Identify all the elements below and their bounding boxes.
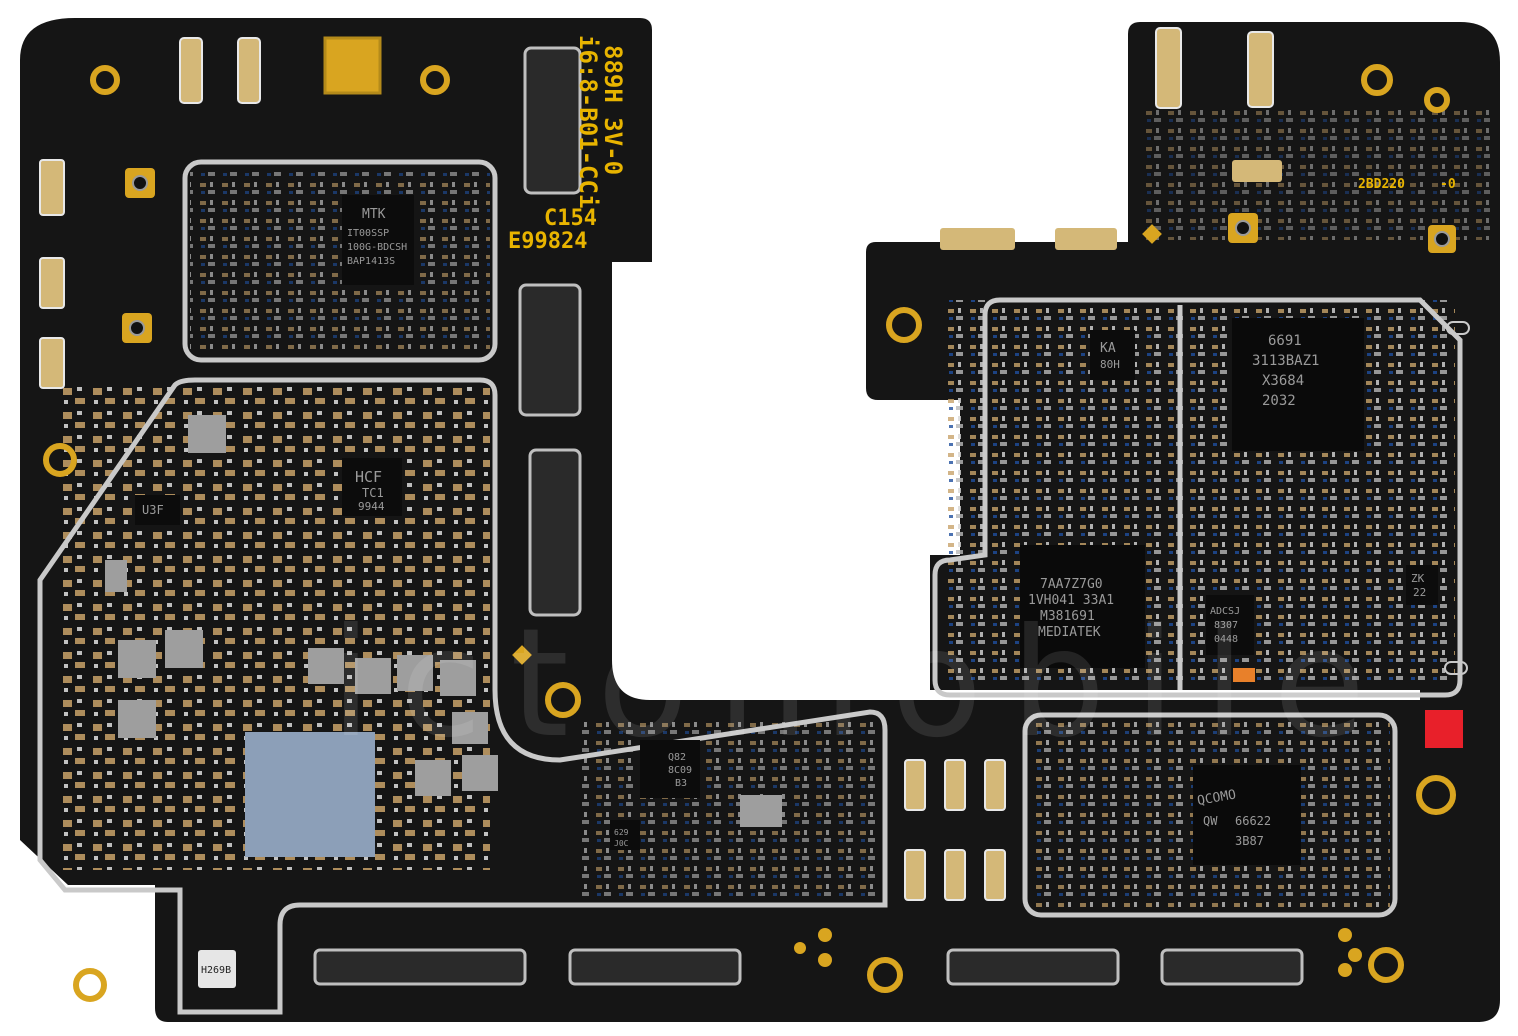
small-chip-label-1: Q82 — [668, 752, 686, 763]
hcf-label-2: TC1 — [362, 486, 384, 500]
hcf-label-1: HCF — [355, 468, 382, 486]
shield-frame — [1022, 712, 1398, 918]
rf-label-2: 3113BAZ1 — [1252, 353, 1319, 369]
rf-transceiver-chip — [1232, 318, 1364, 451]
small-chip2-label-2: J0C — [614, 839, 629, 848]
ka-label-1: KA — [1100, 341, 1116, 356]
mtk-label-1: MTK — [362, 207, 386, 222]
small-chip — [640, 740, 700, 798]
zk-label-1: ZK — [1411, 572, 1425, 585]
zk-label-2: 22 — [1413, 586, 1426, 599]
rf-label-1: 6691 — [1268, 333, 1302, 349]
ka-chip — [1090, 330, 1135, 380]
crystal-oscillator — [323, 36, 382, 95]
qorvo-chip — [1193, 765, 1301, 865]
shield-frame — [37, 377, 888, 1015]
mtk-chip — [342, 195, 414, 285]
fuse — [940, 228, 1015, 250]
mtk-label-2: IT00SSP — [347, 228, 389, 239]
orange-component — [1233, 668, 1255, 682]
rf-label-3: X3684 — [1262, 373, 1304, 389]
mediatek-chip — [1020, 545, 1145, 668]
mounting-holes — [43, 64, 1456, 1002]
watermark: ictomobile — [330, 597, 1393, 771]
component-field — [1140, 110, 1490, 240]
ka-label-2: 80H — [1100, 358, 1120, 371]
mediatek-label-4: MEDIATEK — [1038, 625, 1101, 640]
qorvo-label-4: 3B87 — [1235, 834, 1264, 848]
small-chip2-label-1: 629 — [614, 828, 629, 837]
silkscreen-code-1: 889H 3V-0 — [599, 45, 627, 175]
qorvo-label-2: QW — [1203, 814, 1218, 828]
mediatek-label-1: 7AA7Z7G0 — [1040, 577, 1103, 592]
silkscreen-code-2: i6:8-B01-CCi — [574, 35, 602, 208]
shield-frame — [932, 297, 1463, 698]
mediatek-label-2: 1VH041 33A1 — [1028, 593, 1114, 608]
silkscreen-e99824: E99824 — [508, 229, 587, 254]
small-chip — [610, 820, 640, 850]
pads-small — [794, 928, 1362, 977]
silkscreen-rev: -0 — [1440, 177, 1456, 192]
hcf-chip — [342, 458, 402, 516]
inductors — [105, 415, 782, 827]
qorvo-label-3: 66622 — [1235, 814, 1271, 828]
adcsj-label-1: ADCSJ — [1210, 606, 1240, 617]
qorvo-label-1: QCOMO — [1196, 787, 1237, 809]
component-field — [190, 170, 490, 350]
spring-contacts — [39, 27, 1274, 901]
silkscreen-2bd220: 2BD220 — [1358, 177, 1405, 192]
mtk-label-4: BAP1413S — [347, 256, 395, 267]
small-chip-label-3: B3 — [675, 778, 687, 789]
mediatek-label-3: M381691 — [1040, 609, 1095, 624]
u3f-label: U3F — [142, 503, 164, 517]
microphone — [198, 950, 236, 988]
zk-chip — [1406, 565, 1438, 605]
mtk-label-3: 100G-BDCSH — [347, 242, 407, 253]
mic-label: H269B — [201, 965, 231, 976]
hcf-label-3: 9944 — [358, 500, 385, 513]
fuse — [1055, 228, 1117, 250]
u3f-chip — [135, 495, 180, 525]
rf-label-4: 2032 — [1262, 393, 1296, 409]
adcsj-label-3: 0448 — [1214, 634, 1238, 645]
small-chip-label-2: 8C09 — [668, 765, 692, 776]
fuse — [1232, 160, 1282, 182]
thermal-tape — [245, 732, 375, 857]
shield-frame — [182, 159, 498, 363]
board-to-board-connectors — [313, 46, 1304, 986]
silkscreen-c154: C154 — [544, 206, 597, 231]
red-pad — [1425, 710, 1463, 748]
adcsj-label-2: 8307 — [1214, 620, 1238, 631]
adcsj-chip — [1206, 595, 1254, 655]
